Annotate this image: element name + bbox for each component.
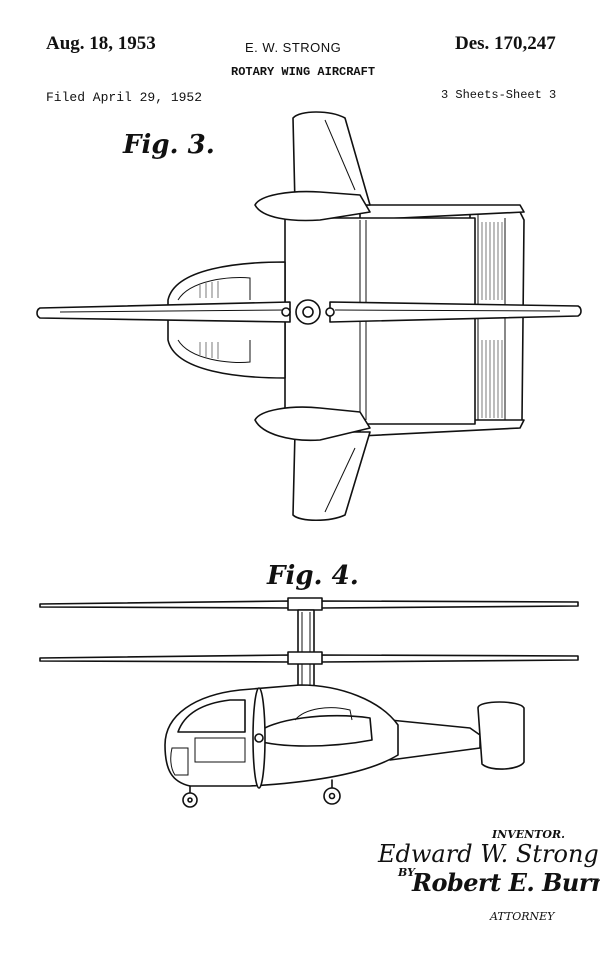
- lower-engine-nacelle: [254, 406, 371, 442]
- attorney-label: ATTORNEY: [490, 910, 555, 923]
- inventor-label: INVENTOR.: [492, 828, 565, 841]
- propeller-spinner: [254, 733, 264, 743]
- rotor-blade-right: [329, 301, 582, 323]
- side-engine-pod: [254, 714, 373, 747]
- figure-4-label: Fig. 4.: [267, 561, 359, 591]
- lower-rotor-blade-right: [319, 654, 579, 663]
- upper-wing: [292, 111, 371, 206]
- upper-rotor-blade-right: [319, 600, 579, 609]
- inventor-name-header: E. W. STRONG: [245, 40, 342, 55]
- lower-wing: [292, 431, 371, 522]
- upper-engine-nacelle: [254, 190, 371, 222]
- lower-rotor-blade-left: [39, 654, 291, 663]
- patent-number: Des. 170,247: [455, 33, 556, 54]
- patent-title: ROTARY WING AIRCRAFT: [231, 65, 376, 79]
- lower-rotor-hub: [287, 651, 323, 665]
- tail-fin-side: [477, 701, 525, 770]
- rotor-blade-left: [36, 301, 291, 323]
- upper-tail-boom: [359, 204, 525, 221]
- filed-date: Filed April 29, 1952: [46, 90, 203, 105]
- tail-boom-side: [389, 719, 481, 761]
- by-label: BY: [398, 866, 415, 879]
- cockpit-window: [177, 699, 246, 733]
- upper-rotor-hub: [287, 597, 323, 611]
- figure-3-label: Fig. 3.: [123, 130, 215, 160]
- upper-rotor-blade-left: [39, 600, 291, 609]
- inventor-signature: Edward W. Strong: [378, 840, 599, 868]
- attorney-signature: Robert E. Burns: [412, 868, 600, 897]
- sheet-count: 3 Sheets-Sheet 3: [441, 88, 557, 102]
- patent-date: Aug. 18, 1953: [46, 33, 156, 54]
